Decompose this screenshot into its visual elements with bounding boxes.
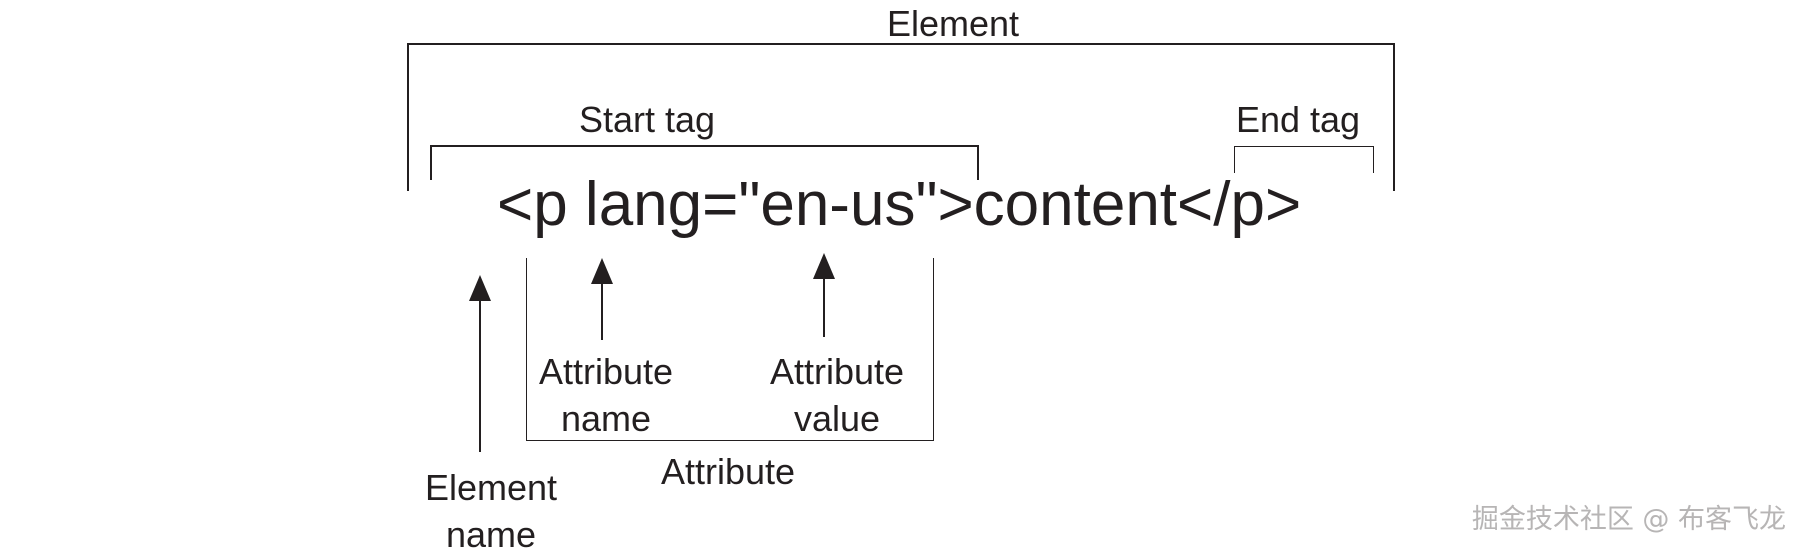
attribute-caption: Attribute [660, 451, 796, 492]
attribute-value-label-line1: Attribute [769, 351, 905, 392]
attribute-name-label-line2: name [560, 398, 652, 439]
element-name-arrow [469, 275, 491, 452]
arrow-shaft [601, 278, 603, 340]
attribute-name-label: Attribute name [539, 348, 673, 442]
element-name-label-line2: name [445, 514, 537, 552]
attribute-name-label-line1: Attribute [538, 351, 674, 392]
attribute-value-label-line2: value [793, 398, 881, 439]
start-tag-label: Start tag [578, 99, 716, 140]
arrowhead-up-icon [813, 253, 835, 279]
arrowhead-up-icon [469, 275, 491, 301]
attribute-box [526, 258, 934, 441]
end-tag-bracket [1234, 146, 1374, 173]
start-tag-bracket [430, 145, 979, 180]
attribute-value-arrow [813, 253, 835, 337]
element-label: Element [886, 3, 1020, 44]
element-bracket [407, 43, 1395, 191]
arrow-shaft [479, 295, 481, 452]
end-tag-label: End tag [1235, 99, 1361, 140]
element-name-label-line1: Element [424, 467, 558, 508]
code-text: <p lang="en-us">content</p> [497, 170, 1302, 239]
arrow-shaft [823, 273, 825, 337]
watermark: 掘金技术社区 @ 布客飞龙 [1471, 504, 1786, 535]
attribute-value-label: Attribute value [770, 348, 904, 442]
element-name-label: Element name [425, 464, 557, 552]
arrowhead-up-icon [591, 258, 613, 284]
attribute-name-arrow [591, 258, 613, 340]
